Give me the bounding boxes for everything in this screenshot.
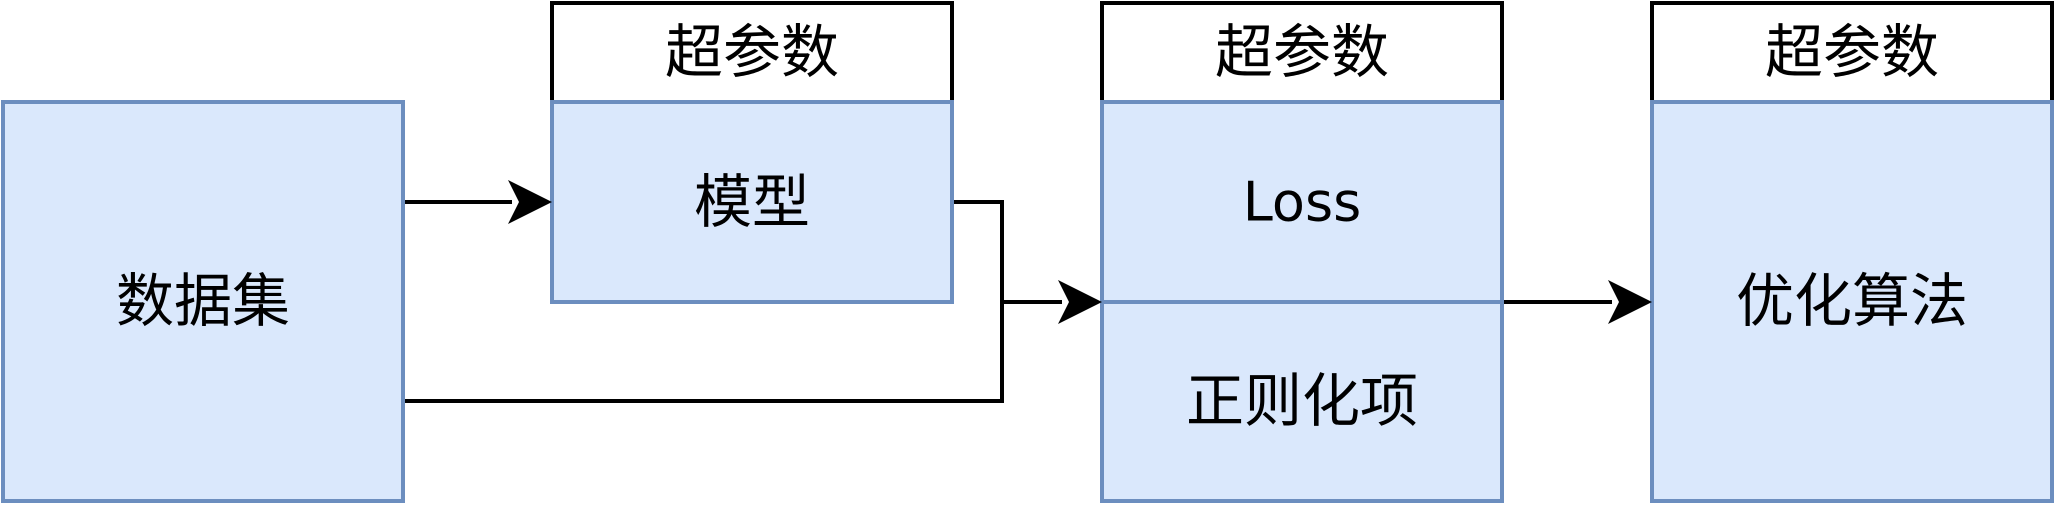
- optimizer-label: 优化算法: [1736, 267, 1968, 335]
- arrowhead-optimizer: [1608, 280, 1652, 324]
- connectors: [405, 200, 1612, 403]
- line-dataset-to-junction: [405, 302, 1004, 403]
- loss-header-box: [1100, 1, 1504, 104]
- dataset-box: [1, 100, 405, 503]
- model-box: [550, 100, 954, 304]
- arrowheads: [508, 180, 1652, 324]
- dataset-label: 数据集: [116, 267, 290, 335]
- line-model-to-junction: [954, 200, 1004, 302]
- optimizer-node: 超参数 优化算法: [1650, 1, 2054, 503]
- model-label: 模型: [694, 168, 810, 236]
- optimizer-header-label: 超参数: [1765, 18, 1939, 86]
- optimizer-box: [1650, 100, 2054, 503]
- arrowhead-loss-group: [1058, 280, 1102, 324]
- loss-label: Loss: [1243, 171, 1361, 234]
- model-header-box: [550, 1, 954, 104]
- loss-group-node: 超参数 Loss 正则化项: [1100, 1, 1504, 503]
- regularizer-label: 正则化项: [1186, 367, 1418, 435]
- regularizer-box: [1100, 300, 1504, 503]
- model-node: 超参数 模型: [550, 1, 954, 304]
- dataset-node: 数据集: [1, 100, 405, 503]
- loss-header-label: 超参数: [1215, 18, 1389, 86]
- model-header-label: 超参数: [665, 18, 839, 86]
- arrowhead-model: [508, 180, 552, 224]
